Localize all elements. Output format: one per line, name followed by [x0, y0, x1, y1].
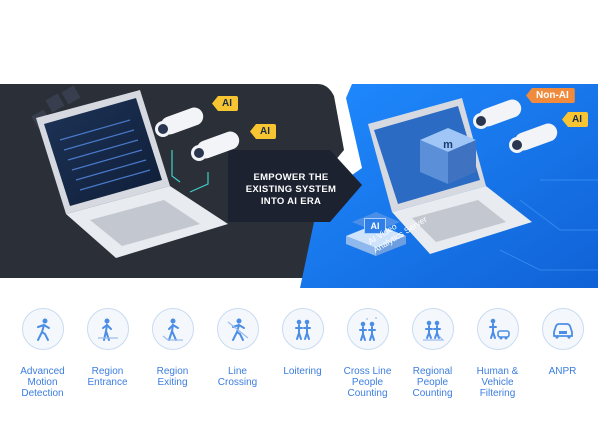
ai-cube: m — [420, 128, 476, 184]
feature-region-exiting: Region Exiting — [140, 308, 205, 428]
server-ai-badge: AI — [364, 218, 386, 234]
hero-graphic: m — [0, 84, 598, 288]
car-plate-icon — [541, 308, 584, 350]
feature-human-vehicle-filtering: Human & Vehicle Filtering — [465, 308, 530, 428]
feature-label: Advanced Motion Detection — [20, 366, 65, 399]
feature-label: Line Crossing — [217, 366, 258, 388]
feature-region-entrance: Region Entrance — [75, 308, 140, 428]
person-crossing-line-icon — [216, 308, 259, 350]
ai-tag-1: AI — [212, 96, 238, 111]
tagline-line-3: INTO AI ERA — [260, 196, 322, 207]
feature-list: Advanced Motion Detection Region Entranc… — [10, 308, 595, 428]
feature-label: Human & Vehicle Filtering — [476, 366, 519, 399]
ai-tag-2: AI — [250, 124, 276, 139]
left-cameras — [155, 107, 240, 193]
person-entering-icon — [86, 308, 129, 350]
running-person-icon — [21, 308, 64, 350]
feature-label: Regional People Counting — [412, 366, 453, 399]
feature-label: Region Entrance — [87, 366, 128, 388]
tagline: EMPOWER THE EXISTING SYSTEM INTO AI ERA — [232, 172, 350, 208]
feature-anpr: ANPR — [530, 308, 595, 428]
people-counting-icon — [346, 308, 389, 350]
feature-label: Loitering — [283, 366, 322, 377]
left-laptop — [36, 90, 228, 258]
feature-cross-line-people-counting: Cross Line People Counting — [335, 308, 400, 428]
feature-label: ANPR — [548, 366, 577, 377]
person-exiting-icon — [151, 308, 194, 350]
ai-tag-3: AI — [562, 112, 588, 127]
feature-label: Region Exiting — [156, 366, 189, 388]
svg-text:m: m — [443, 139, 453, 151]
feature-advanced-motion-detection: Advanced Motion Detection — [10, 308, 75, 428]
right-cameras — [473, 99, 558, 153]
feature-loitering: Loitering — [270, 308, 335, 428]
feature-line-crossing: Line Crossing — [205, 308, 270, 428]
tagline-line-2: EXISTING SYSTEM — [245, 184, 337, 195]
tagline-line-1: EMPOWER THE — [253, 172, 329, 183]
arrow-shape — [228, 150, 362, 222]
feature-label: Cross Line People Counting — [343, 366, 392, 399]
feature-regional-people-counting: Regional People Counting — [400, 308, 465, 428]
regional-people-icon — [411, 308, 454, 350]
loitering-people-icon — [281, 308, 324, 350]
non-ai-tag: Non-AI — [526, 88, 575, 103]
hero-illustration: m AI AI Non-AI AI EMPOWER THE EXISTING S… — [0, 84, 598, 288]
human-vehicle-icon — [476, 308, 519, 350]
